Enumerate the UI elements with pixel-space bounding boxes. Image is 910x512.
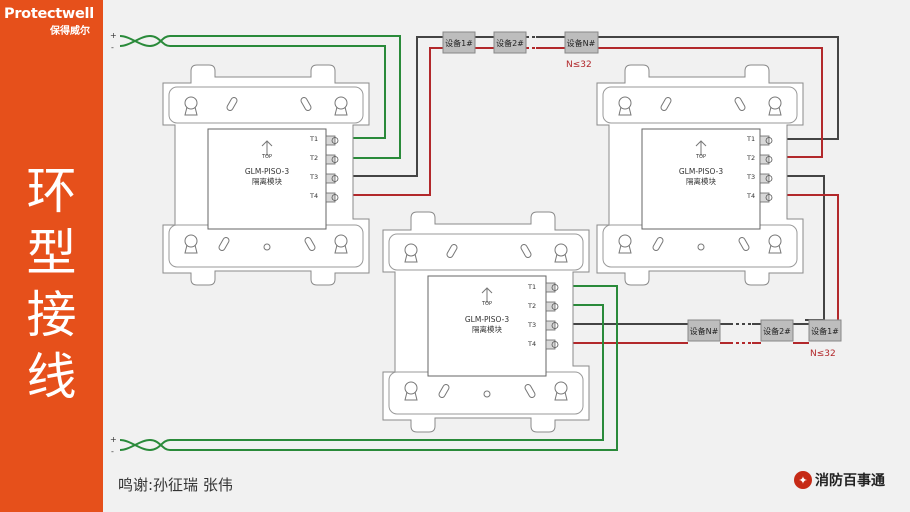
device-limit: N≤32 <box>566 60 592 70</box>
terminal-label: T4 <box>746 192 755 200</box>
minus-sign: - <box>111 43 114 52</box>
terminal-label: T4 <box>527 340 536 348</box>
module-top-label: TOP <box>261 154 272 160</box>
credit-text: 鸣谢:孙征瑞 张伟 <box>118 476 233 494</box>
module-name: 隔离模块 <box>472 324 502 334</box>
brand-name-cn: 保得威尔 <box>50 26 90 37</box>
wire-green <box>119 35 401 159</box>
minus-sign: - <box>111 447 114 456</box>
device-label: 设备2# <box>763 326 791 336</box>
terminal-label: T3 <box>746 173 755 181</box>
device-label: 设备N# <box>567 38 596 48</box>
terminal-label: T2 <box>309 154 318 162</box>
module-top-label: TOP <box>481 301 492 307</box>
module-name: 隔离模块 <box>252 176 282 186</box>
device-box <box>442 31 476 54</box>
title-char: 接 <box>26 286 77 344</box>
terminal-label: T1 <box>746 135 755 143</box>
terminal-label: T4 <box>309 192 318 200</box>
title-char: 线 <box>26 348 77 406</box>
terminal-label: T1 <box>309 135 318 143</box>
wire-dark <box>345 36 443 177</box>
wire-red <box>598 47 823 158</box>
footer-logo-text: 消防百事通 <box>815 473 885 489</box>
terminal-label: T2 <box>746 154 755 162</box>
wires <box>119 34 839 452</box>
title-char: 环 <box>26 162 77 220</box>
device-box <box>687 319 721 342</box>
wire-red <box>345 47 443 196</box>
wire-dark <box>598 36 839 140</box>
wire-green <box>119 304 604 452</box>
terminal-label: T3 <box>527 321 536 329</box>
terminal-label: T2 <box>527 302 536 310</box>
device-box <box>808 319 842 342</box>
page-title: 环 型 接 线 <box>0 160 103 408</box>
plus-sign: + <box>110 31 117 40</box>
wire-green <box>119 285 618 451</box>
wire-red <box>779 194 839 320</box>
module-model: GLM-PISO-3 <box>245 167 289 176</box>
terminal-label: T3 <box>309 173 318 181</box>
module-model: GLM-PISO-3 <box>679 167 723 176</box>
device-label: 设备1# <box>445 38 473 48</box>
device-box <box>760 319 794 342</box>
device-box <box>564 31 599 54</box>
device-box <box>493 31 527 54</box>
device-limit: N≤32 <box>810 349 836 359</box>
device-label: 设备N# <box>690 326 719 336</box>
wire-green <box>119 34 386 139</box>
device-label: 设备2# <box>496 38 524 48</box>
title-char: 型 <box>26 224 77 282</box>
module-name: 隔离模块 <box>686 176 716 186</box>
fire-logo-icon: ✦ <box>794 471 812 489</box>
module-top-label: TOP <box>695 154 706 160</box>
module-model: GLM-PISO-3 <box>465 315 509 324</box>
plus-sign: + <box>110 435 117 444</box>
sidebar: Protectwell 保得威尔 环 型 接 线 <box>0 0 103 512</box>
brand-name: Protectwell <box>4 6 94 22</box>
footer-logo: ✦ 消防百事通 <box>794 470 885 490</box>
terminal-label: T1 <box>527 283 536 291</box>
device-label: 设备1# <box>811 326 839 336</box>
